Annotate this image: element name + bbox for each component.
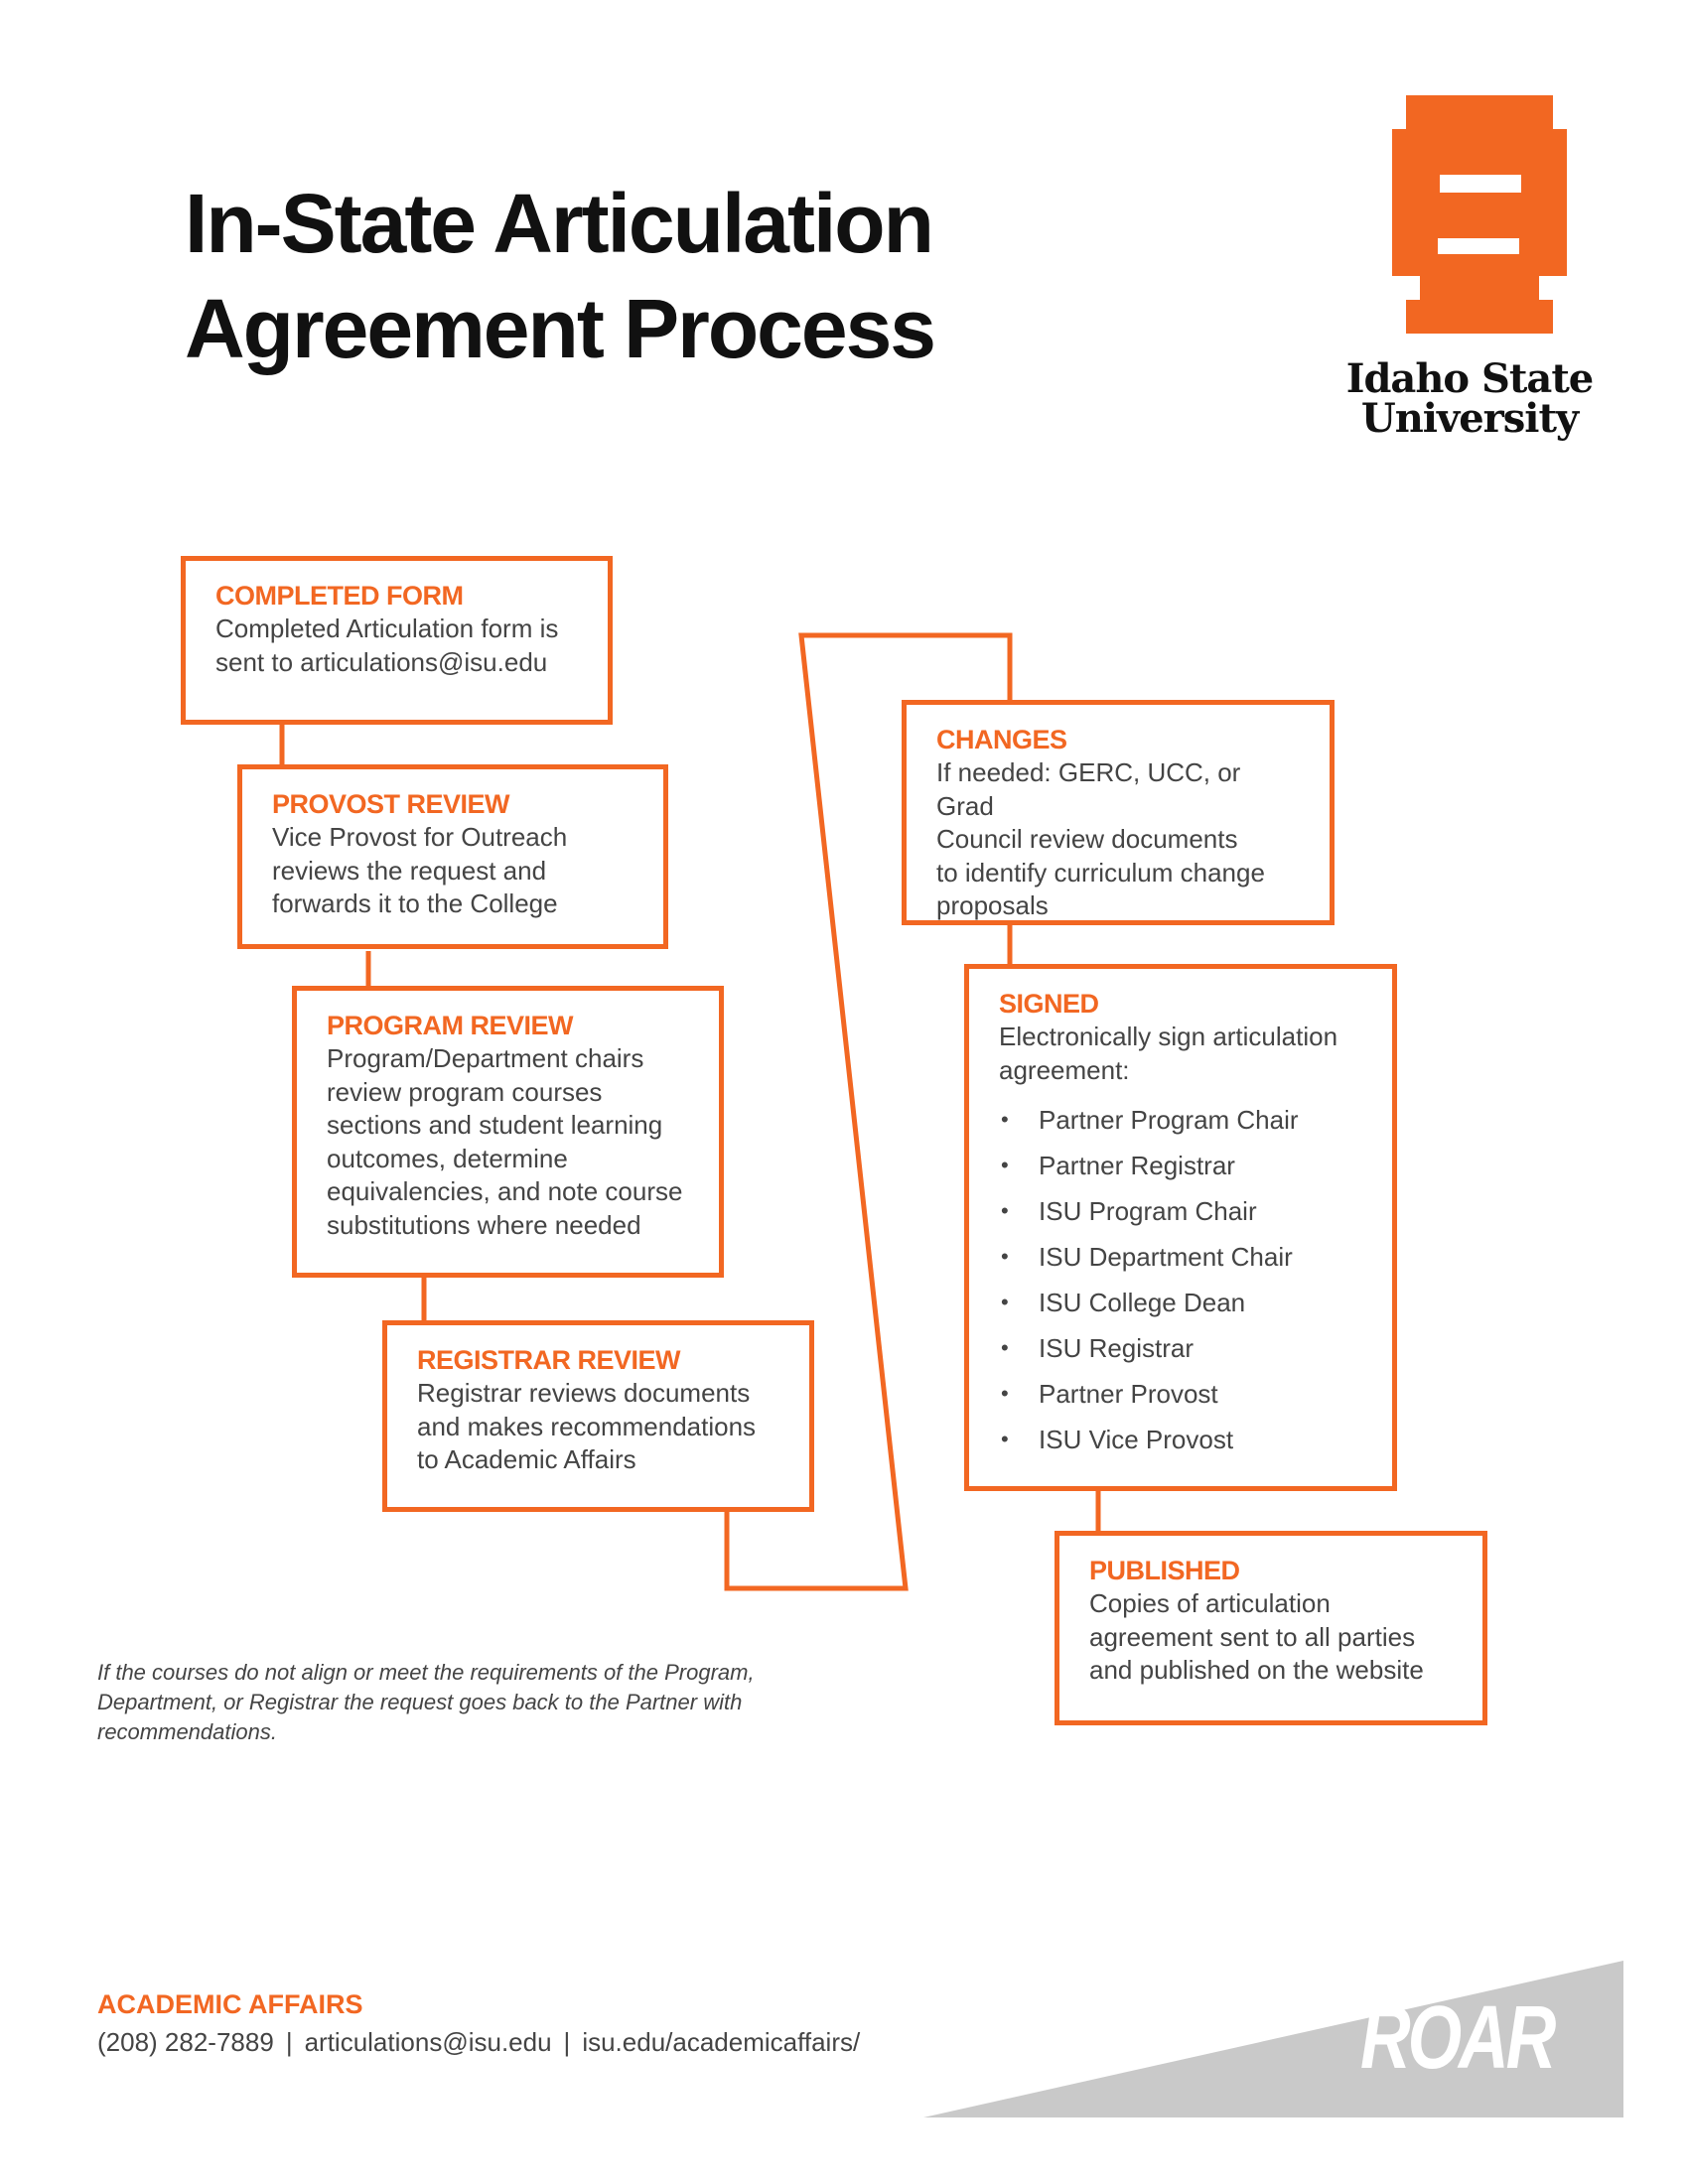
- step-provost-review: PROVOST REVIEW Vice Provost for Outreach…: [237, 764, 668, 949]
- step-description-line: outcomes, determine: [327, 1143, 568, 1173]
- step-description-line: Registrar reviews documents: [417, 1378, 751, 1408]
- footer-website-link[interactable]: isu.edu/academicaffairs/: [582, 2027, 861, 2057]
- signer-item: ISU College Dean: [999, 1280, 1364, 1325]
- footer-phone: (208) 282-7889: [97, 2027, 274, 2057]
- step-title: SIGNED: [999, 989, 1099, 1019]
- page-title: In-State Articulation Agreement Process: [185, 171, 1078, 381]
- step-program-review: PROGRAM REVIEW Program/Department chairs…: [292, 986, 724, 1278]
- step-description-line: If needed: GERC, UCC, or Grad: [936, 757, 1241, 821]
- footer-separator: |: [563, 2027, 571, 2057]
- isu-monogram-icon: [1392, 95, 1567, 334]
- step-description-line: to Academic Affairs: [417, 1444, 636, 1474]
- step-description-line: Electronically sign articulation: [999, 1022, 1338, 1051]
- connector-registrar-to-changes: [724, 632, 1013, 1591]
- signer-list: Partner Program Chair Partner Registrar …: [999, 1097, 1364, 1462]
- step-registrar-review: REGISTRAR REVIEW Registrar reviews docum…: [382, 1320, 814, 1512]
- step-description-line: sections and student learning: [327, 1110, 663, 1140]
- university-name-line-2: University: [1360, 395, 1579, 442]
- step-description-line: agreement:: [999, 1054, 1130, 1085]
- step-title: PROGRAM REVIEW: [327, 1011, 574, 1040]
- step-description-line: Council review documents: [936, 824, 1238, 854]
- signer-item: Partner Program Chair: [999, 1097, 1364, 1143]
- step-title: PUBLISHED: [1089, 1556, 1240, 1585]
- university-name: Idaho State University: [1340, 359, 1599, 439]
- footer-title: ACADEMIC AFFAIRS: [97, 1989, 363, 2019]
- step-description-line: Program/Department chairs: [327, 1043, 644, 1073]
- footer: ACADEMIC AFFAIRS (208) 282-7889 | articula…: [97, 1987, 860, 2059]
- step-description-line: Vice Provost for Outreach: [272, 822, 568, 852]
- step-title: REGISTRAR REVIEW: [417, 1345, 681, 1375]
- step-description-line: review program courses: [327, 1076, 603, 1107]
- step-description-line: Completed Articulation form is: [215, 614, 559, 643]
- roar-brand-mark: ROAR: [1360, 1988, 1556, 2088]
- step-description-line: proposals: [936, 890, 1049, 920]
- signer-item: ISU Vice Provost: [999, 1417, 1364, 1462]
- signer-item: Partner Registrar: [999, 1143, 1364, 1188]
- step-description-line: forwards it to the College: [272, 888, 558, 918]
- note-line: Department, or Registrar the request goe…: [97, 1690, 743, 1714]
- footer-separator: |: [285, 2027, 293, 2057]
- process-note: If the courses do not align or meet the …: [97, 1658, 852, 1747]
- step-title: COMPLETED FORM: [215, 581, 464, 611]
- step-description-line: to identify curriculum change: [936, 857, 1265, 887]
- signer-item: ISU Department Chair: [999, 1234, 1364, 1280]
- signer-item: ISU Registrar: [999, 1325, 1364, 1371]
- step-title: CHANGES: [936, 725, 1067, 754]
- footer-email-link[interactable]: articulations@isu.edu: [304, 2027, 552, 2057]
- roar-banner: [923, 1961, 1623, 2117]
- step-description-line: reviews the request and: [272, 855, 547, 886]
- signer-item: ISU Program Chair: [999, 1188, 1364, 1234]
- step-signed: SIGNED Electronically sign articulation …: [964, 964, 1397, 1491]
- step-published: PUBLISHED Copies of articulation agreeme…: [1055, 1531, 1487, 1725]
- step-description-line: sent to articulations@isu.edu: [215, 646, 548, 677]
- step-description-line: Copies of articulation: [1089, 1588, 1331, 1618]
- step-description-line: equivalencies, and note course: [327, 1176, 683, 1206]
- step-description-line: and published on the website: [1089, 1655, 1424, 1685]
- university-name-line-1: Idaho State: [1345, 355, 1595, 402]
- step-title: PROVOST REVIEW: [272, 789, 510, 819]
- step-description-line: and makes recommendations: [417, 1411, 757, 1441]
- signer-item: Partner Provost: [999, 1371, 1364, 1417]
- footer-contact: (208) 282-7889 | articulations@isu.edu | isu…: [97, 2025, 860, 2059]
- note-line: If the courses do not align or meet the …: [97, 1660, 755, 1685]
- step-completed-form: COMPLETED FORM Completed Articulation fo…: [181, 556, 613, 725]
- note-line: recommendations.: [97, 1719, 277, 1744]
- page-title-line-1: In-State Articulation: [185, 177, 934, 270]
- page-title-line-2: Agreement Process: [185, 282, 936, 375]
- step-changes: CHANGES If needed: GERC, UCC, or Grad Co…: [902, 700, 1335, 925]
- step-description-line: agreement sent to all parties: [1089, 1621, 1416, 1652]
- step-description-line: substitutions where needed: [327, 1209, 641, 1240]
